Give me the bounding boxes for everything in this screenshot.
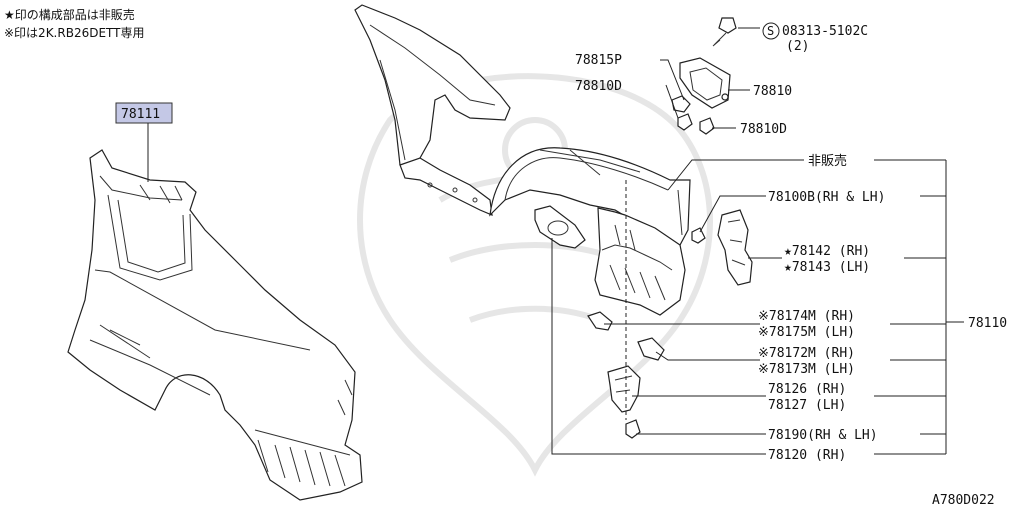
assembly-label-78111: 78111 xyxy=(121,107,160,122)
bolt-symbol: S xyxy=(767,24,774,38)
quarter-panel-outer xyxy=(67,149,363,501)
bolt-callout: S 08313-5102C (2) xyxy=(762,22,868,54)
note-not-sold: ★印の構成部品は非販売 xyxy=(4,8,135,22)
part-78190 xyxy=(625,419,641,439)
label-78172m: ※78172M (RH) xyxy=(758,346,855,361)
label-78110: 78110 xyxy=(968,316,1007,331)
label-78120: 78120 (RH) xyxy=(768,448,846,463)
label-78190: 78190(RH & LH) xyxy=(768,428,878,443)
label-78174m: ※78174M (RH) xyxy=(758,309,855,324)
label-78142: ★78142 (RH) xyxy=(784,244,870,259)
assembly-label-box xyxy=(115,102,173,124)
label-78173m: ※78173M (LH) xyxy=(758,362,855,377)
label-bolt-qty: (2) xyxy=(786,39,809,54)
label-78143: ★78143 (LH) xyxy=(784,260,870,275)
grommet-78120 xyxy=(534,205,586,249)
label-not-sold: 非販売 xyxy=(808,153,847,169)
bolt-08313 xyxy=(712,17,737,47)
label-08313-5102c: 08313-5102C xyxy=(782,24,868,39)
diagram-code: A780D022 xyxy=(932,493,995,508)
label-78100b: 78100B(RH & LH) xyxy=(768,190,885,205)
label-78810d-a: 78810D xyxy=(575,79,622,94)
bolt-symbol-circle xyxy=(762,22,780,40)
label-78175m: ※78175M (LH) xyxy=(758,325,855,340)
note-rb26-only: ※印は2K.RB26DETT専用 xyxy=(4,26,145,40)
bracket-78126 xyxy=(607,365,641,413)
fuel-lid-housing-78810 xyxy=(679,57,731,109)
extension-78142 xyxy=(717,209,753,286)
label-78127: 78127 (LH) xyxy=(768,398,846,413)
label-78810d-b: 78810D xyxy=(740,122,787,137)
bracket-78174m xyxy=(587,311,613,331)
label-78815p: 78815P xyxy=(575,53,622,68)
quarter-panel-inner xyxy=(354,4,691,246)
leader-lines xyxy=(551,27,964,455)
wheelhouse-inner xyxy=(594,207,686,316)
clip-parts xyxy=(671,95,715,135)
label-78126: 78126 (RH) xyxy=(768,382,846,397)
clip-78100b xyxy=(691,227,706,244)
label-78810: 78810 xyxy=(753,84,792,99)
